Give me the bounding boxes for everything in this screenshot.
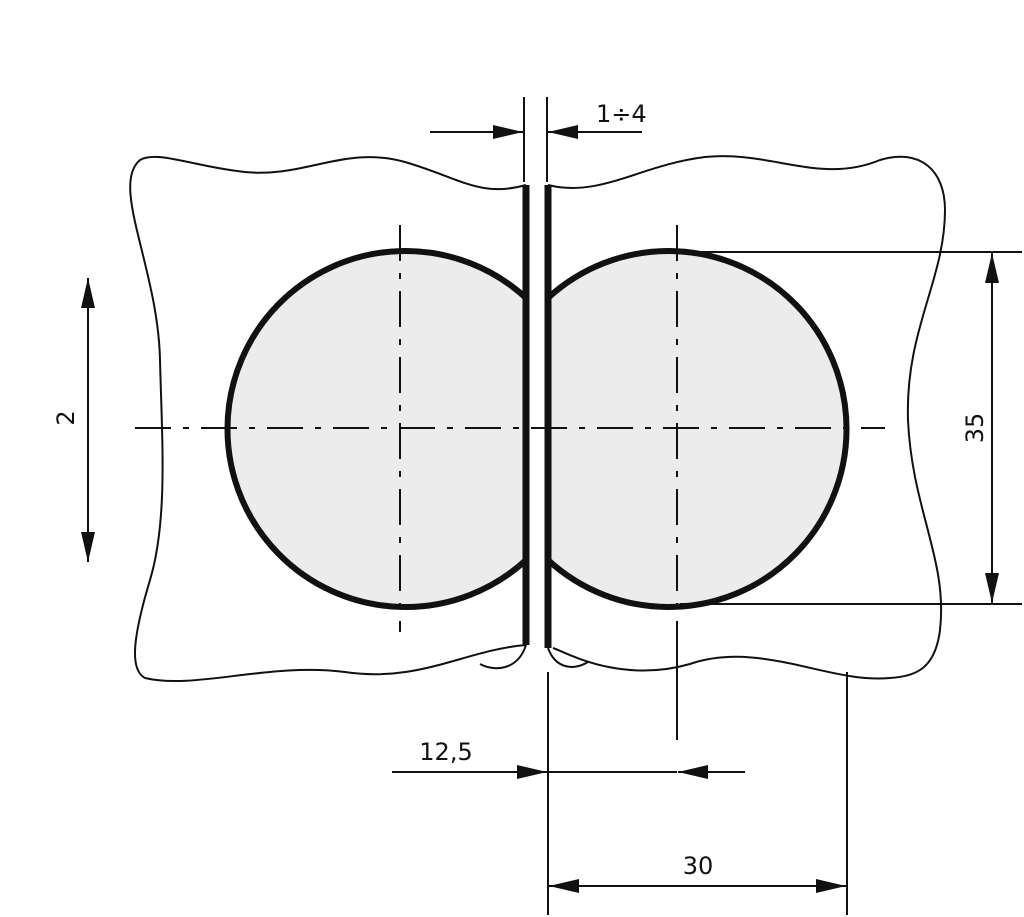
left-circle-section (224, 248, 529, 610)
width-dimension-label: 30 (683, 852, 714, 880)
diameter-dimension-label: 35 (961, 413, 989, 444)
left-plate-break-outline (129, 155, 527, 683)
gap-dimension-label: 1÷4 (596, 100, 647, 128)
half-width-dimension-label: 12,5 (419, 738, 472, 766)
offset-dimension-label: 2 (52, 410, 80, 425)
center-lower-curl (479, 644, 589, 670)
right-plate-break-outline (547, 155, 947, 680)
